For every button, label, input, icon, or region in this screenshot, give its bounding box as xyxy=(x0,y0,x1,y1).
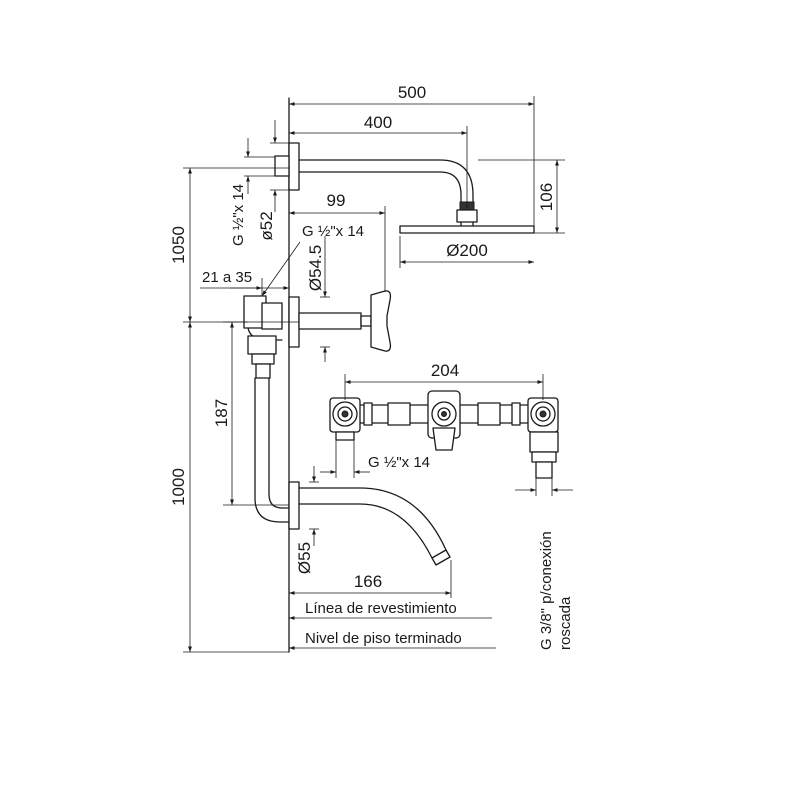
conexion-note-line1: G 3/8" p/conexión xyxy=(538,531,555,650)
dim-diameter-55: Ø55 xyxy=(295,542,314,574)
dim-99: 99 xyxy=(327,191,346,210)
thread-top: G ½"x 14 xyxy=(302,223,364,240)
bypass-pipe-outer xyxy=(254,377,290,523)
dim-21-a-35: 21 a 35 xyxy=(202,269,252,286)
bypass-down-pipe xyxy=(255,363,271,379)
thread-bottom: G ½"x 14 xyxy=(368,454,430,471)
shower-arm xyxy=(298,159,474,204)
spout-body xyxy=(298,487,447,551)
shower-arm-inner xyxy=(298,171,462,204)
bypass-union xyxy=(247,335,277,355)
manifold-center-valve xyxy=(427,390,461,451)
nivel-piso-terminado: Nivel de piso terminado xyxy=(305,630,462,647)
manifold-right-valve xyxy=(527,397,559,479)
manifold-left-valve xyxy=(329,397,361,441)
linea-revestimiento: Línea de revestimiento xyxy=(305,600,457,617)
dim-166: 166 xyxy=(354,572,382,591)
dim-500: 500 xyxy=(398,83,426,102)
dim-diameter-200: Ø200 xyxy=(446,241,488,260)
dim-1000: 1000 xyxy=(169,468,188,506)
diverter-valve xyxy=(288,290,392,352)
shower-assembly xyxy=(274,142,535,234)
shower-arm-connector xyxy=(274,155,290,177)
bypass-assembly xyxy=(243,295,290,523)
dim-400: 400 xyxy=(364,113,392,132)
shower-head-joint xyxy=(456,209,478,223)
shower-wall-flange xyxy=(288,142,300,191)
dim-diameter-54-5: Ø54.5 xyxy=(306,245,325,291)
shower-head xyxy=(399,225,535,234)
dim-diameter-52: ø52 xyxy=(257,211,276,240)
bypass-lower-nut xyxy=(251,353,275,365)
dim-204: 204 xyxy=(431,361,459,380)
bypass-pipe-inner xyxy=(268,377,290,509)
dim-106: 106 xyxy=(537,183,556,211)
spout-body-lower xyxy=(298,503,433,559)
valve-body xyxy=(298,312,362,330)
bypass-nut xyxy=(261,302,283,330)
spout-tip xyxy=(431,549,451,566)
valve-stem-ring xyxy=(360,315,372,327)
spout-wall-flange xyxy=(288,481,300,530)
manifold-front-view xyxy=(329,390,559,479)
cross-handle xyxy=(370,290,392,352)
thread-top-vertical: G ½"x 14 xyxy=(230,184,247,246)
dim-187: 187 xyxy=(212,399,231,427)
conexion-note-line2: roscada xyxy=(557,596,574,650)
dim-1050: 1050 xyxy=(169,226,188,264)
spout xyxy=(288,481,451,566)
